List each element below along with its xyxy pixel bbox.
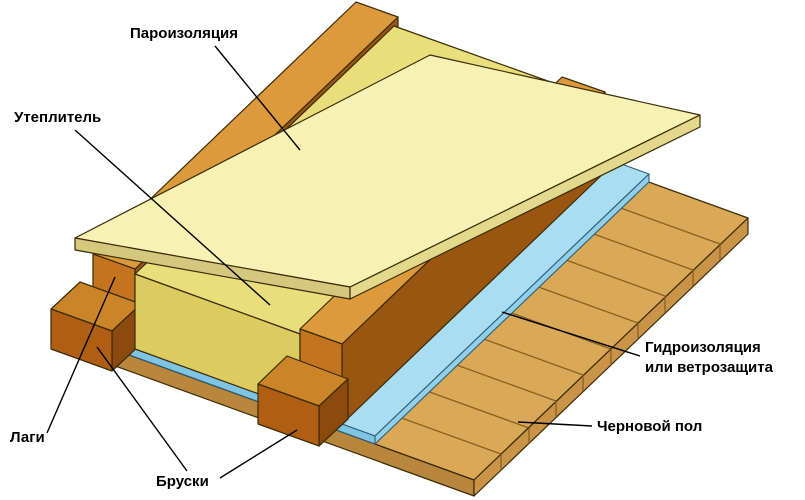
block-left [50, 281, 142, 372]
leader-line-blocks-middle [219, 429, 298, 479]
leader-line-hydro [501, 311, 641, 357]
label-subfloor: Черновой пол [597, 418, 702, 435]
vapor-barrier-sheet [74, 54, 701, 300]
label-joists: Лаги [10, 429, 45, 446]
leader-line-subfloor [517, 421, 593, 427]
label-insulation: Утеплитель [14, 109, 101, 126]
labels: Пароизоляция Утеплитель Гидроизоляция ил… [10, 25, 774, 490]
vapor-barrier-front-right-edge [349, 114, 701, 300]
label-blocks: Бруски [156, 473, 209, 490]
label-hydro-line2: или ветрозащита [645, 359, 774, 376]
block-middle [257, 355, 349, 447]
hydro-right-face [374, 173, 650, 445]
block-left-front-face [50, 308, 113, 372]
label-vapor-barrier: Пароизоляция [130, 25, 238, 42]
subfloor-plank-end-seams [500, 244, 721, 470]
label-hydro-line1: Гидроизоляция [645, 339, 761, 356]
leader-lines [46, 45, 641, 479]
leader-line-insulation [74, 129, 271, 306]
block-middle-front-face [257, 383, 320, 447]
leader-line-blocks-left [96, 346, 188, 472]
leader-line-vapor-barrier [214, 45, 301, 151]
leader-line-joists [46, 276, 116, 434]
